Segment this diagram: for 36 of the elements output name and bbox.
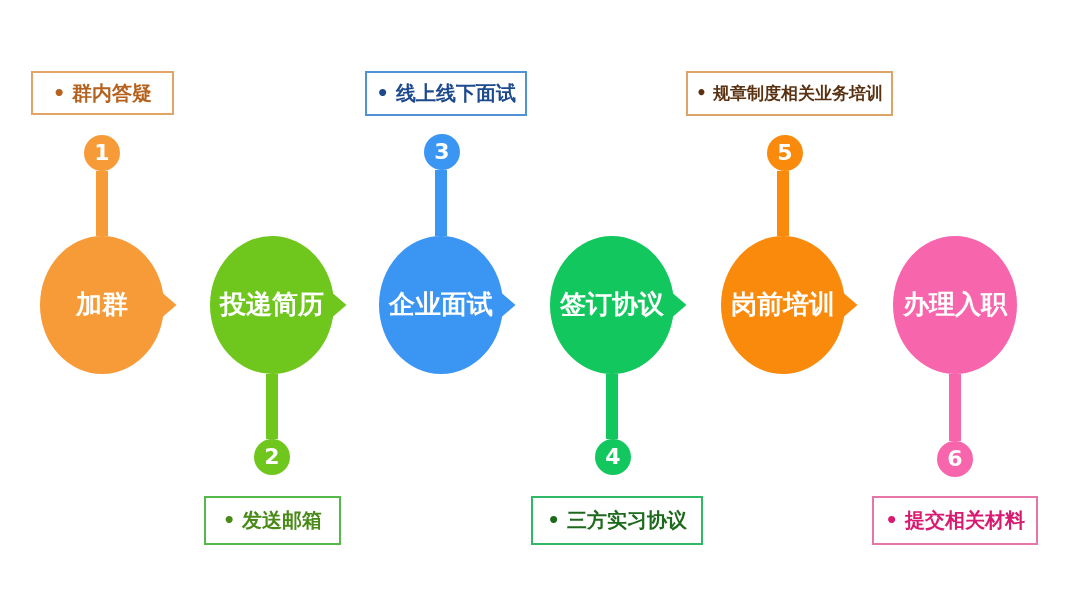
number-circle — [84, 135, 120, 171]
note-box — [365, 71, 527, 116]
stem-line — [96, 171, 108, 236]
step-number: 1 — [94, 140, 110, 166]
note-box — [31, 71, 174, 115]
step-number: 2 — [264, 444, 280, 470]
number-circle — [254, 439, 290, 475]
step-number: 6 — [947, 446, 963, 472]
stem-line — [435, 170, 447, 236]
note-box — [204, 496, 341, 545]
step-title: 加群 — [76, 290, 128, 320]
stem-line — [266, 374, 278, 439]
note-text: • 规章制度相关业务培训 — [696, 83, 883, 104]
stem-line — [949, 374, 961, 441]
note-text: • 线上线下面试 — [376, 82, 516, 105]
number-circle — [595, 439, 631, 475]
step-number: 5 — [777, 140, 793, 166]
step-number: 3 — [434, 139, 450, 165]
note-text: • 三方实习协议 — [547, 509, 687, 532]
note-text: • 提交相关材料 — [885, 509, 1025, 532]
number-circle — [937, 441, 973, 477]
note-box — [686, 71, 893, 116]
step-title: 岗前培训 — [731, 290, 835, 320]
note-text: • 发送邮箱 — [222, 509, 323, 532]
step-number: 4 — [605, 444, 621, 470]
step-title: 办理入职 — [903, 290, 1007, 320]
step-title: 企业面试 — [389, 290, 493, 320]
step-title: 签订协议 — [560, 290, 664, 320]
note-box — [531, 496, 703, 545]
number-circle — [767, 135, 803, 171]
note-text: • 群内答疑 — [52, 81, 153, 105]
step-title: 投递简历 — [220, 290, 324, 320]
stem-line — [606, 374, 618, 439]
number-circle — [424, 134, 460, 170]
stem-line — [777, 171, 789, 236]
note-box — [872, 496, 1038, 545]
